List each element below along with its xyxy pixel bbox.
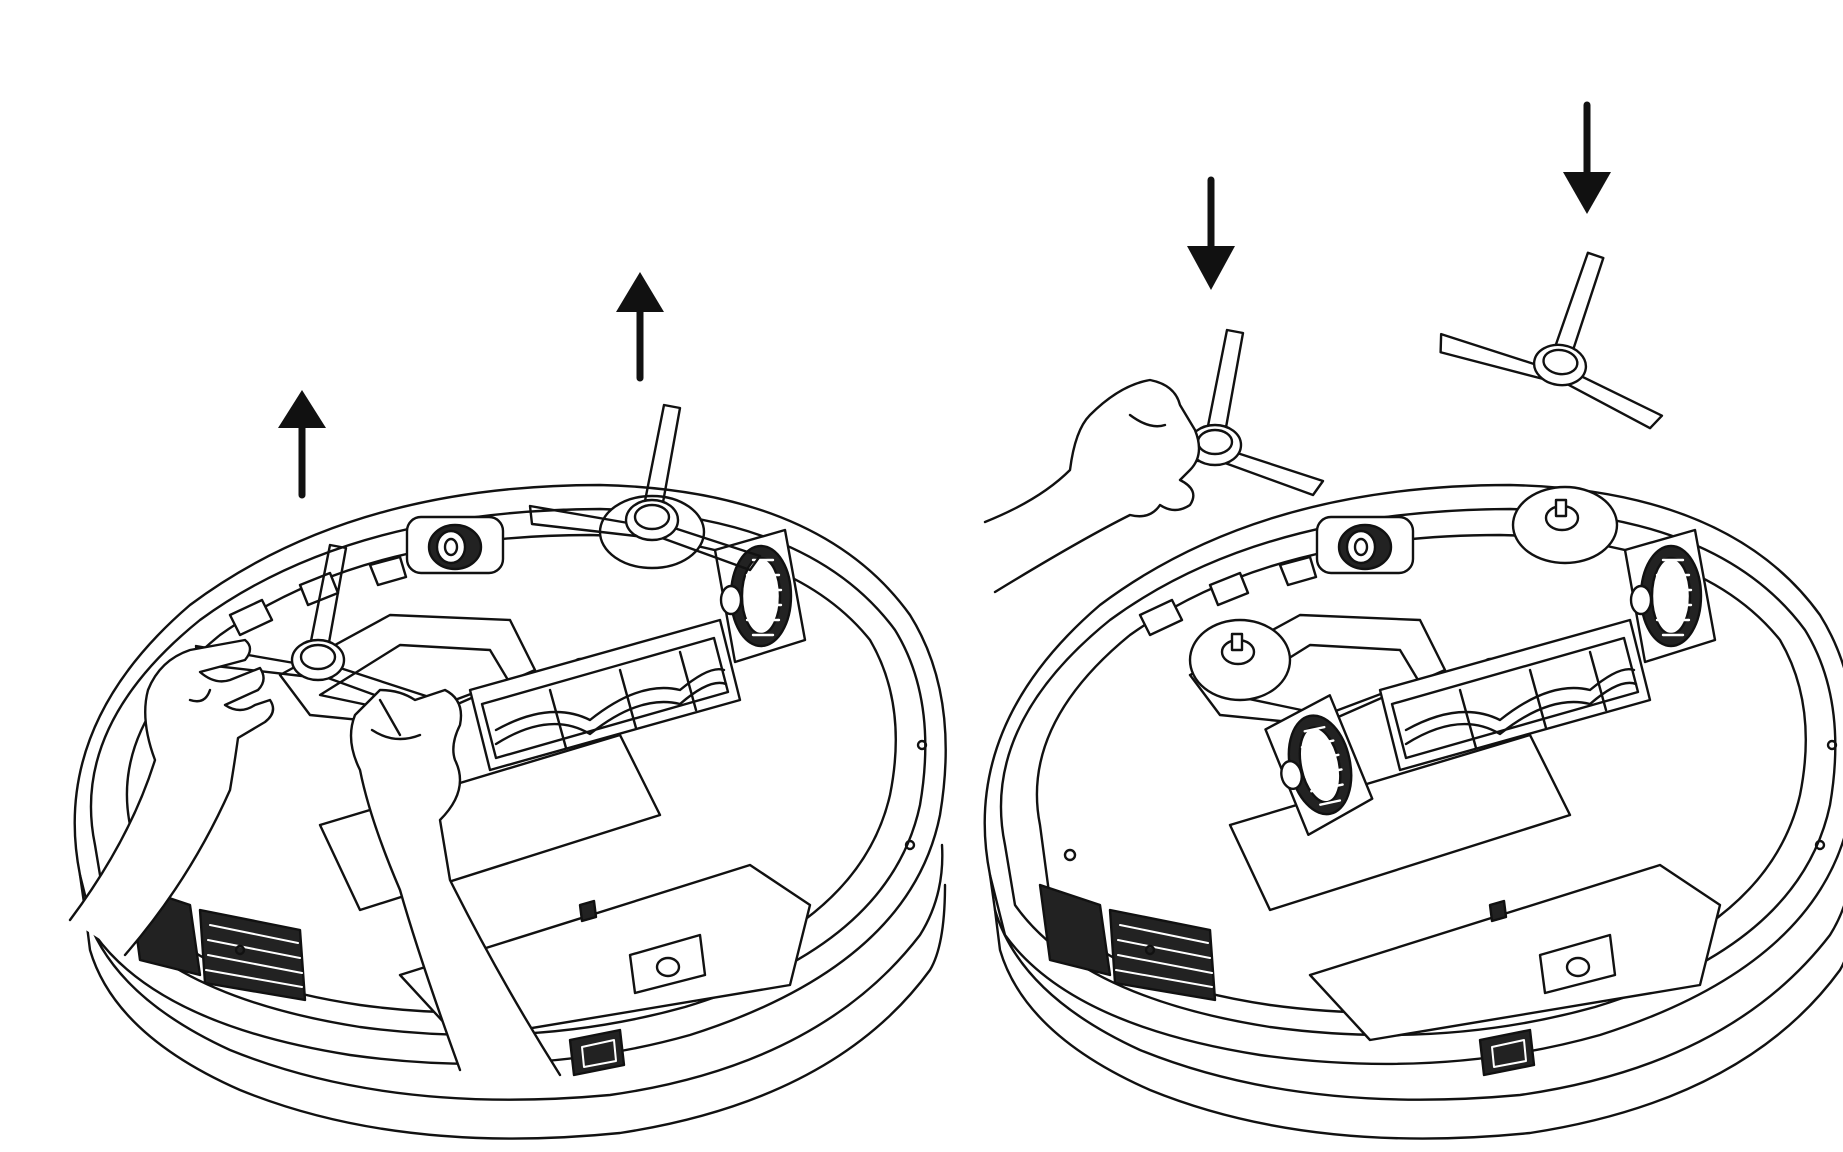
arrow-down-icon — [1187, 176, 1235, 290]
right-hand — [349, 688, 562, 1077]
side-brush-on-robot — [528, 403, 762, 572]
arrow-up-icon — [616, 272, 664, 382]
panel-remove — [68, 272, 947, 1140]
panel-install — [983, 101, 1843, 1140]
hand — [983, 378, 1201, 594]
robot-vacuum-bottom-view — [983, 483, 1843, 1140]
arrow-down-icon — [1563, 101, 1611, 214]
side-brush-mount-empty — [1188, 618, 1292, 702]
arrow-up-icon — [278, 390, 326, 499]
caster-wheel — [1315, 515, 1415, 575]
caster-wheel — [405, 515, 505, 575]
side-brush-floating — [1431, 232, 1685, 431]
left-hand — [68, 638, 275, 957]
side-brush-mount-empty — [1511, 485, 1619, 565]
